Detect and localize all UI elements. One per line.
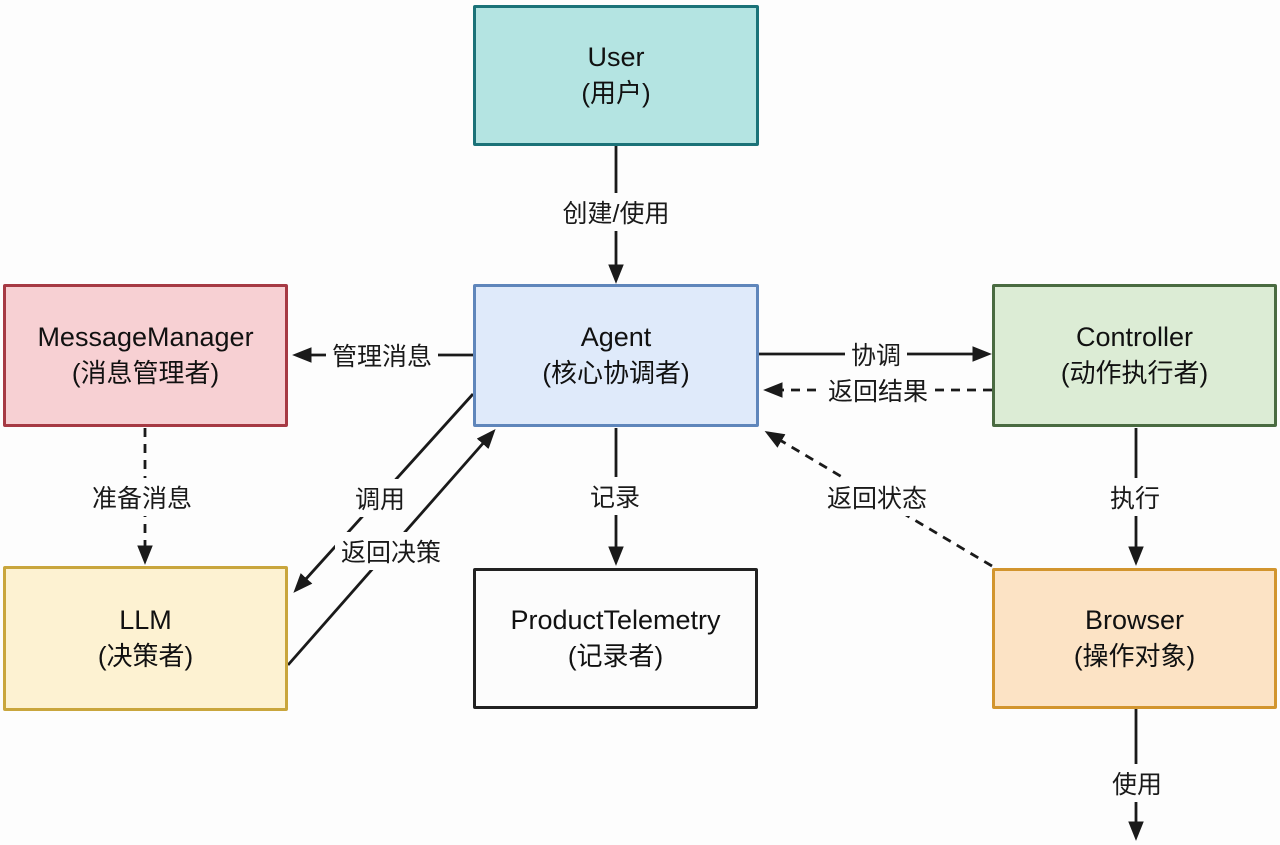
- node-llm-title: LLM: [119, 604, 172, 635]
- edge-label-coordinate: 协调: [844, 335, 908, 373]
- edge-label-record: 记录: [583, 477, 647, 515]
- node-product-telemetry: ProductTelemetry (记录者): [473, 568, 758, 709]
- edge-label-manage-messages: 管理消息: [325, 336, 439, 374]
- edge-label-create-use: 创建/使用: [556, 193, 676, 231]
- edge-label-prepare-messages: 准备消息: [85, 478, 199, 516]
- node-llm-subtitle: (决策者): [97, 641, 194, 672]
- edge-label-invoke: 调用: [348, 479, 412, 517]
- node-agent-subtitle: (核心协调者): [542, 358, 690, 389]
- node-browser: Browser (操作对象): [992, 568, 1277, 709]
- node-message-manager: MessageManager (消息管理者): [3, 284, 288, 427]
- node-llm: LLM (决策者): [3, 566, 288, 711]
- edge-label-use: 使用: [1105, 764, 1169, 802]
- node-controller: Controller (动作执行者): [992, 284, 1277, 427]
- edge-label-return-decision: 返回决策: [334, 532, 448, 570]
- node-agent-title: Agent: [580, 321, 652, 352]
- node-user-title: User: [587, 41, 645, 72]
- edge-label-return-state: 返回状态: [820, 478, 934, 516]
- node-product-telemetry-title: ProductTelemetry: [510, 604, 721, 635]
- node-agent: Agent (核心协调者): [473, 284, 759, 427]
- node-message-manager-title: MessageManager: [37, 321, 254, 352]
- node-user: User (用户): [473, 5, 759, 146]
- node-browser-subtitle: (操作对象): [1073, 641, 1196, 672]
- node-controller-title: Controller: [1075, 321, 1194, 352]
- node-browser-title: Browser: [1084, 604, 1185, 635]
- node-message-manager-subtitle: (消息管理者): [71, 358, 220, 389]
- edge-label-return-result: 返回结果: [821, 371, 935, 409]
- node-user-subtitle: (用户): [581, 78, 651, 109]
- edge-label-execute: 执行: [1103, 478, 1167, 516]
- node-controller-subtitle: (动作执行者): [1060, 358, 1209, 389]
- node-product-telemetry-subtitle: (记录者): [567, 641, 664, 672]
